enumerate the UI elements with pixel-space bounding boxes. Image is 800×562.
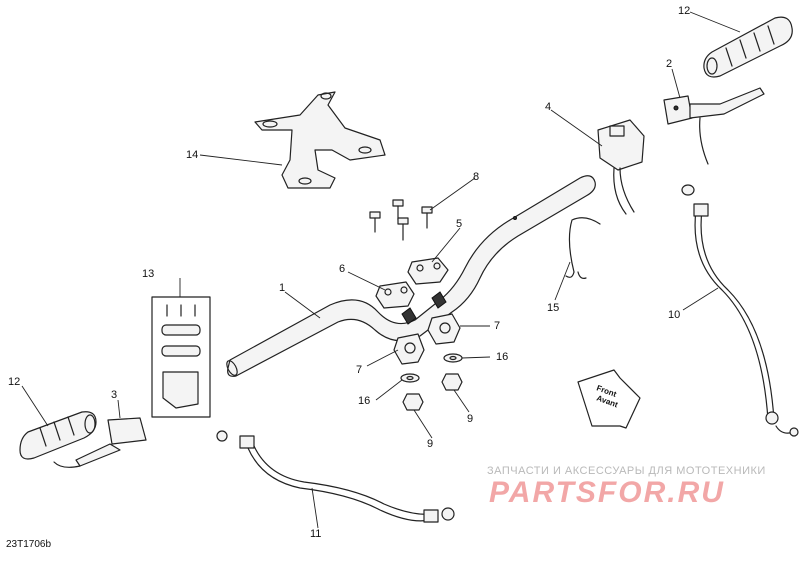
callout-12a: 12 <box>678 5 690 17</box>
callout-7a: 7 <box>494 320 500 332</box>
callout-9b: 9 <box>467 413 473 425</box>
callout-9a: 9 <box>427 438 433 450</box>
callout-13: 13 <box>142 268 154 280</box>
switch-housing-part <box>597 119 645 215</box>
callout-15: 15 <box>547 302 559 314</box>
callout-11: 11 <box>310 528 321 540</box>
callout-6: 6 <box>339 263 345 275</box>
leader-lines <box>21 11 741 529</box>
nut-right-part <box>441 373 463 391</box>
handlebar-part <box>226 175 596 377</box>
washer-right-part <box>443 353 463 363</box>
kit-box-part <box>151 296 211 418</box>
callout-1: 1 <box>279 282 285 294</box>
callout-10: 10 <box>668 309 680 321</box>
watermark-logo: PARTSFOR.RU <box>489 476 725 509</box>
watermark-caption: ЗАПЧАСТИ И АКСЕССУАРЫ ДЛЯ МОТОТЕХНИКИ <box>487 465 766 477</box>
grip-right-part <box>703 16 793 78</box>
callout-5: 5 <box>456 218 462 230</box>
riser-right-part <box>427 313 461 345</box>
nut-left-part <box>402 393 424 411</box>
callout-16b: 16 <box>358 395 370 407</box>
callout-12b: 12 <box>8 376 20 388</box>
callout-16a: 16 <box>496 351 508 363</box>
cable-left-part <box>216 430 455 523</box>
callout-8: 8 <box>473 171 479 183</box>
riser-left-part <box>393 333 425 365</box>
callout-labels: 1 2 3 4 5 6 7 7 8 9 9 10 11 12 12 13 14 … <box>8 5 690 540</box>
washer-left-part <box>400 373 420 383</box>
callout-7b: 7 <box>356 364 362 376</box>
upper-clamp-5-part <box>407 257 449 285</box>
upper-clamp-6-part <box>375 281 415 309</box>
callout-2: 2 <box>666 58 672 70</box>
grip-left-part <box>19 411 97 460</box>
front-direction-arrow: Front Avant <box>577 369 641 429</box>
callout-3: 3 <box>111 389 117 401</box>
lever-left-part <box>53 417 147 468</box>
front-arrow-line2: Avant <box>595 393 619 409</box>
bracket-part <box>254 91 386 189</box>
callout-4: 4 <box>545 101 551 113</box>
callout-14: 14 <box>186 149 198 161</box>
cable-right-part <box>681 184 799 437</box>
diagram-code: 23T1706b <box>6 539 52 550</box>
wiring-harness-part <box>565 217 601 279</box>
brake-lever-right-part <box>663 87 765 165</box>
bolts-part <box>369 199 433 241</box>
